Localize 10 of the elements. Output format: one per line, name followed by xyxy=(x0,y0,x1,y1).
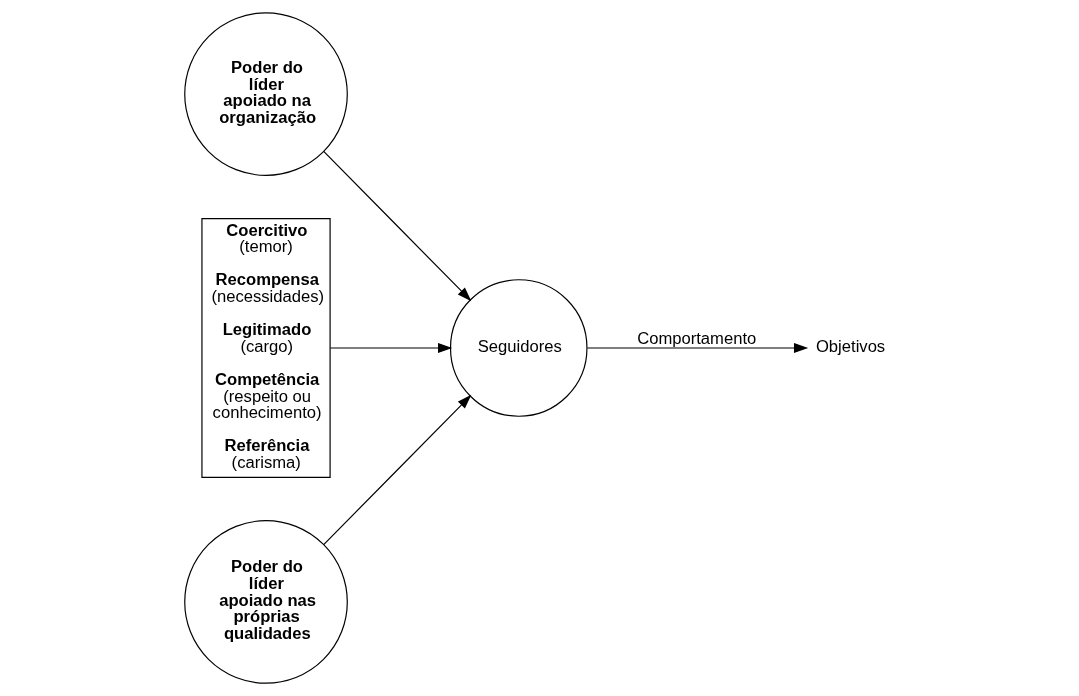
node-circle: Seguidores xyxy=(449,279,588,417)
arrow xyxy=(586,343,809,353)
arrow xyxy=(329,343,453,353)
node-text: Objetivos xyxy=(815,337,886,357)
node-circle: Poder do líder apoiado nas próprias qualidades xyxy=(184,520,348,684)
node-box: Coercitivo (temor) Recompensa (necessidades) Legitimado (cargo) Competência (respeito ou conhecimento) Referência (carisma) xyxy=(201,218,331,478)
node-circle: Poder do líder apoiado na organização xyxy=(184,12,348,176)
arrow xyxy=(323,394,472,546)
edge-label: Comportamento xyxy=(637,328,757,348)
arrow xyxy=(323,150,472,302)
